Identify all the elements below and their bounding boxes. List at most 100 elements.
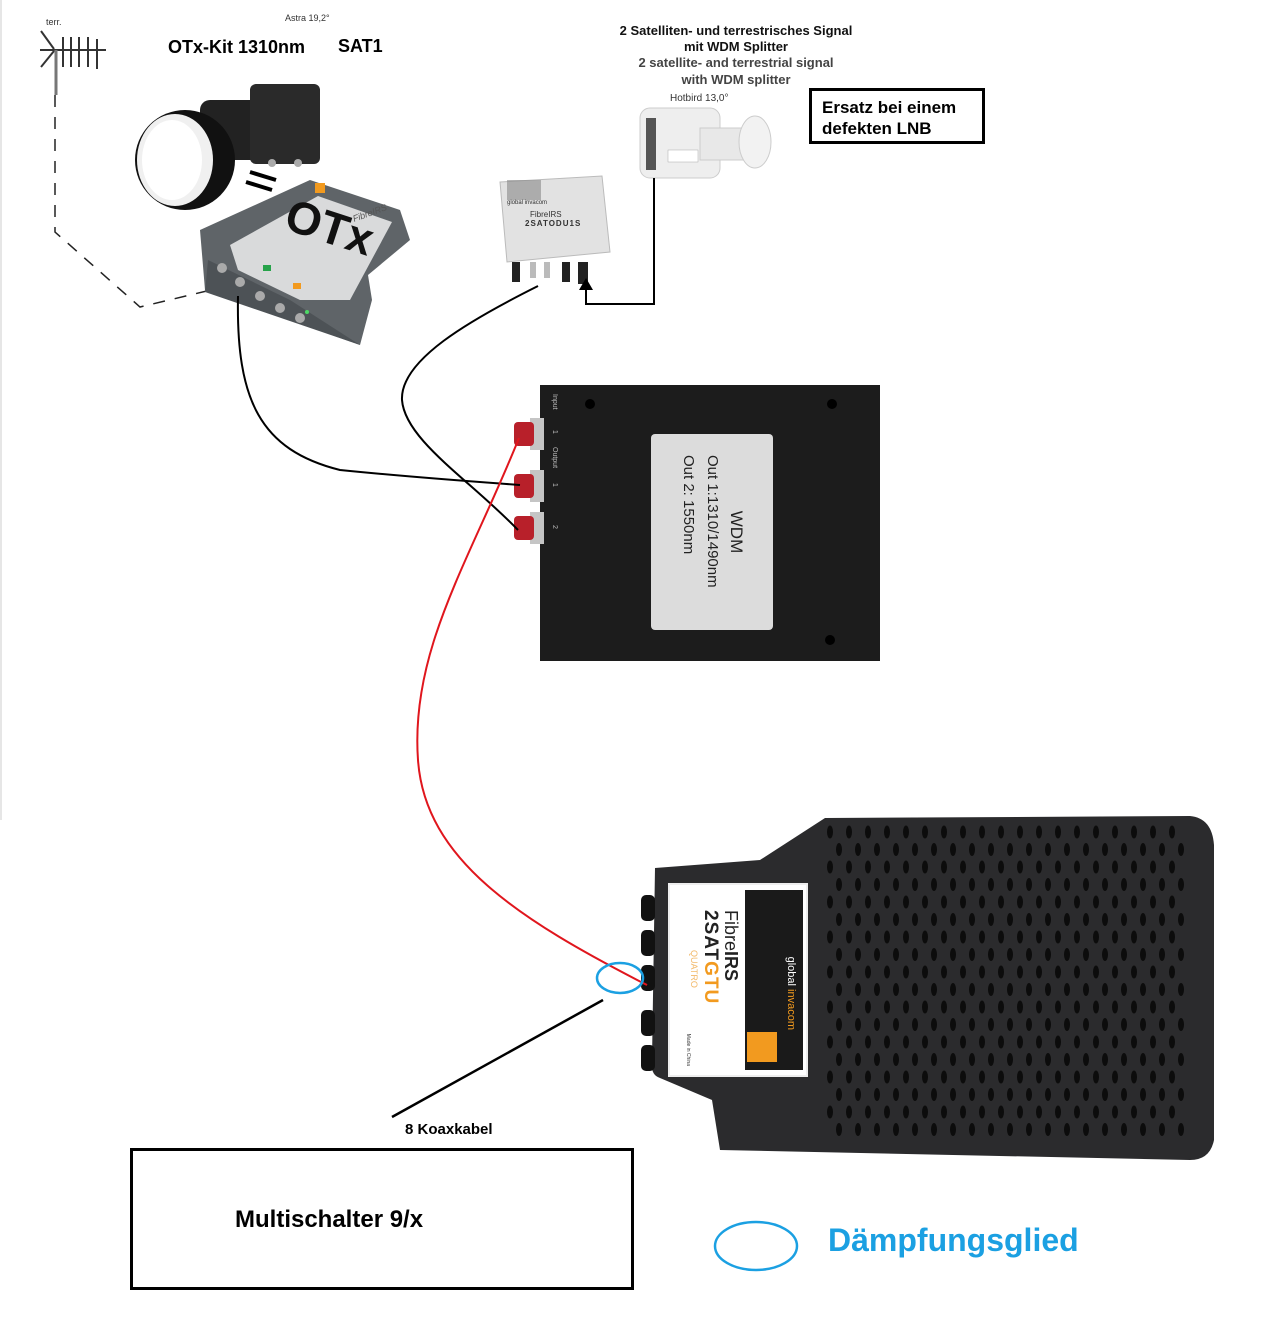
vent-hole (1102, 1053, 1108, 1066)
vent-hole (1074, 825, 1080, 839)
vent-hole (874, 948, 880, 961)
vent-hole (1140, 1088, 1146, 1101)
vent-hole (979, 825, 985, 839)
vent-hole (1017, 930, 1023, 944)
vent-hole (1150, 1035, 1156, 1049)
vent-hole (855, 1053, 861, 1066)
vent-hole (903, 895, 909, 909)
vent-hole (1045, 983, 1051, 996)
vent-hole (1055, 965, 1061, 979)
vent-hole (1064, 1088, 1070, 1101)
vent-hole (874, 1088, 880, 1101)
vent-hole (1026, 843, 1032, 856)
vent-hole (979, 860, 985, 874)
vent-hole (941, 1000, 947, 1014)
vent-hole (1140, 1123, 1146, 1136)
vent-hole (950, 913, 956, 926)
vent-hole (1093, 825, 1099, 839)
vent-hole (893, 913, 899, 926)
vent-hole (1178, 913, 1184, 926)
vent-hole (1007, 948, 1013, 961)
vent-hole (941, 860, 947, 874)
vent-hole (1102, 1088, 1108, 1101)
vent-hole (998, 1105, 1004, 1119)
vent-hole (1131, 1070, 1137, 1084)
vent-hole (1083, 1123, 1089, 1136)
vent-hole (903, 1070, 909, 1084)
vent-hole (893, 1018, 899, 1031)
vent-hole (884, 1070, 890, 1084)
vent-hole (988, 1088, 994, 1101)
vent-hole (988, 878, 994, 891)
vent-hole (1026, 1123, 1032, 1136)
vent-hole (1159, 843, 1165, 856)
vent-hole (960, 965, 966, 979)
vent-hole (1159, 948, 1165, 961)
vent-hole (903, 1105, 909, 1119)
vent-hole (1150, 1105, 1156, 1119)
vent-hole (827, 860, 833, 874)
vent-hole (1074, 1000, 1080, 1014)
vent-hole (1045, 913, 1051, 926)
vent-hole (1083, 843, 1089, 856)
otx-transmitter-device (200, 180, 410, 345)
vent-hole (1131, 1000, 1137, 1014)
vent-hole (1102, 1123, 1108, 1136)
vent-hole (931, 1123, 937, 1136)
vent-hole (1169, 930, 1175, 944)
vent-hole (1112, 1000, 1118, 1014)
vent-hole (1102, 913, 1108, 926)
vent-hole (1055, 930, 1061, 944)
vent-hole (846, 1105, 852, 1119)
vent-hole (827, 965, 833, 979)
vent-hole (912, 983, 918, 996)
vent-hole (846, 1035, 852, 1049)
vent-hole (865, 895, 871, 909)
vent-hole (1017, 860, 1023, 874)
sat1-title: SAT1 (338, 36, 383, 56)
vent-hole (1178, 1123, 1184, 1136)
vent-hole (969, 948, 975, 961)
vent-hole (1026, 948, 1032, 961)
vent-hole (1169, 1105, 1175, 1119)
gtu-made-in: Made in China (685, 1033, 691, 1066)
vent-hole (969, 913, 975, 926)
coax-cable-label: 8 Koaxkabel (405, 1121, 493, 1138)
vent-hole (1074, 1070, 1080, 1084)
vent-hole (998, 930, 1004, 944)
multiswitch-box (130, 1148, 634, 1290)
vent-hole (1150, 860, 1156, 874)
vent-hole (1017, 1035, 1023, 1049)
vent-hole (1083, 878, 1089, 891)
header-line-de-1: 2 Satelliten- und terrestrisches Signal (619, 23, 853, 38)
vent-hole (893, 878, 899, 891)
vent-hole (884, 895, 890, 909)
vent-hole (960, 930, 966, 944)
vent-hole (1036, 930, 1042, 944)
vent-hole (960, 895, 966, 909)
vent-hole (950, 843, 956, 856)
wdm-output2-port (514, 516, 534, 540)
coax-cable-line (391, 998, 604, 1119)
vent-hole (1036, 1105, 1042, 1119)
vent-hole (1007, 1123, 1013, 1136)
multiswitch-label: Multischalter 9/x (235, 1206, 424, 1233)
vent-hole (1093, 1000, 1099, 1014)
vent-hole (1131, 930, 1137, 944)
vent-hole (1064, 913, 1070, 926)
vent-hole (1150, 895, 1156, 909)
vent-hole (1026, 878, 1032, 891)
vent-hole (1093, 1105, 1099, 1119)
vent-hole (855, 913, 861, 926)
vent-hole (1055, 860, 1061, 874)
vent-hole (903, 1000, 909, 1014)
vent-hole (874, 1053, 880, 1066)
vent-hole (865, 1105, 871, 1119)
vent-hole (931, 1088, 937, 1101)
vent-hole (931, 1018, 937, 1031)
vent-hole (836, 983, 842, 996)
vent-hole (1007, 1053, 1013, 1066)
vent-hole (931, 913, 937, 926)
vent-hole (988, 1123, 994, 1136)
